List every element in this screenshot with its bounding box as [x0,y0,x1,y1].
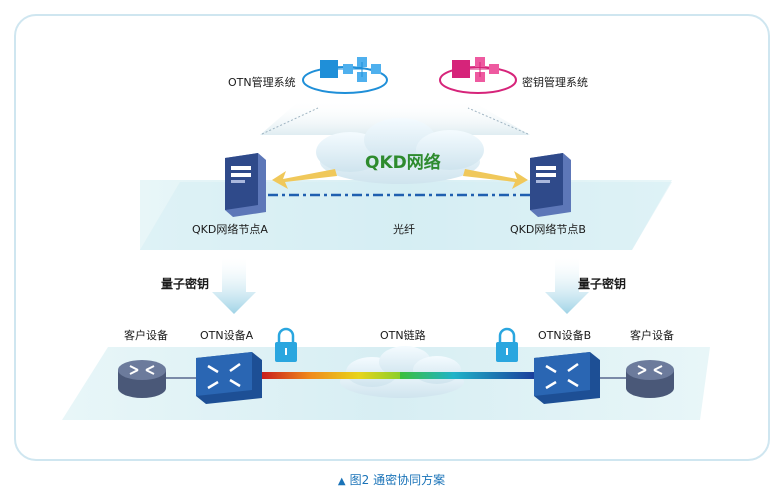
arrow-to-node-b [463,169,528,189]
node-a-label: QKD网络节点A [192,223,268,236]
figure-caption: ▲图2 通密协同方案 [0,471,783,488]
caption-text: 图2 通密协同方案 [349,473,446,487]
quantum-key-arrow-left [212,258,256,314]
otn-device-b-icon [534,352,600,404]
otn-device-a-label: OTN设备A [200,329,254,342]
client-left-icon [118,360,166,398]
arrow-to-node-a [272,169,337,189]
otn-device-b-label: OTN设备B [538,329,592,342]
lock-a-icon [275,327,297,362]
qkd-cloud-label: QKD网络 [365,153,441,173]
otn-link-label: OTN链路 [380,329,426,342]
qkd-cloud [316,118,484,184]
quantum-key-right-label: 量子密钥 [578,277,627,291]
node-b-label: QKD网络节点B [510,223,586,236]
otn-link-left [262,372,400,379]
server-a-icon [225,153,266,217]
client-left-label: 客户设备 [124,329,168,342]
client-right-label: 客户设备 [630,329,674,342]
otn-mgmt-label: OTN管理系统 [228,76,296,89]
otn-device-a-icon [196,352,262,404]
quantum-key-left-label: 量子密钥 [161,277,210,291]
quantum-key-arrow-right [545,258,589,314]
beam-edge-right [467,107,529,135]
key-mgmt-label: 密钥管理系统 [522,76,588,89]
otn-link-right [400,372,534,379]
mgmt-beam [260,100,530,135]
fiber-label: 光纤 [393,223,415,236]
client-right-icon [626,360,674,398]
lock-b-icon [496,327,518,362]
server-b-icon [530,153,571,217]
otn-mgmt-icon [302,57,388,94]
key-mgmt-icon [439,57,517,94]
caption-marker: ▲ [337,476,346,487]
